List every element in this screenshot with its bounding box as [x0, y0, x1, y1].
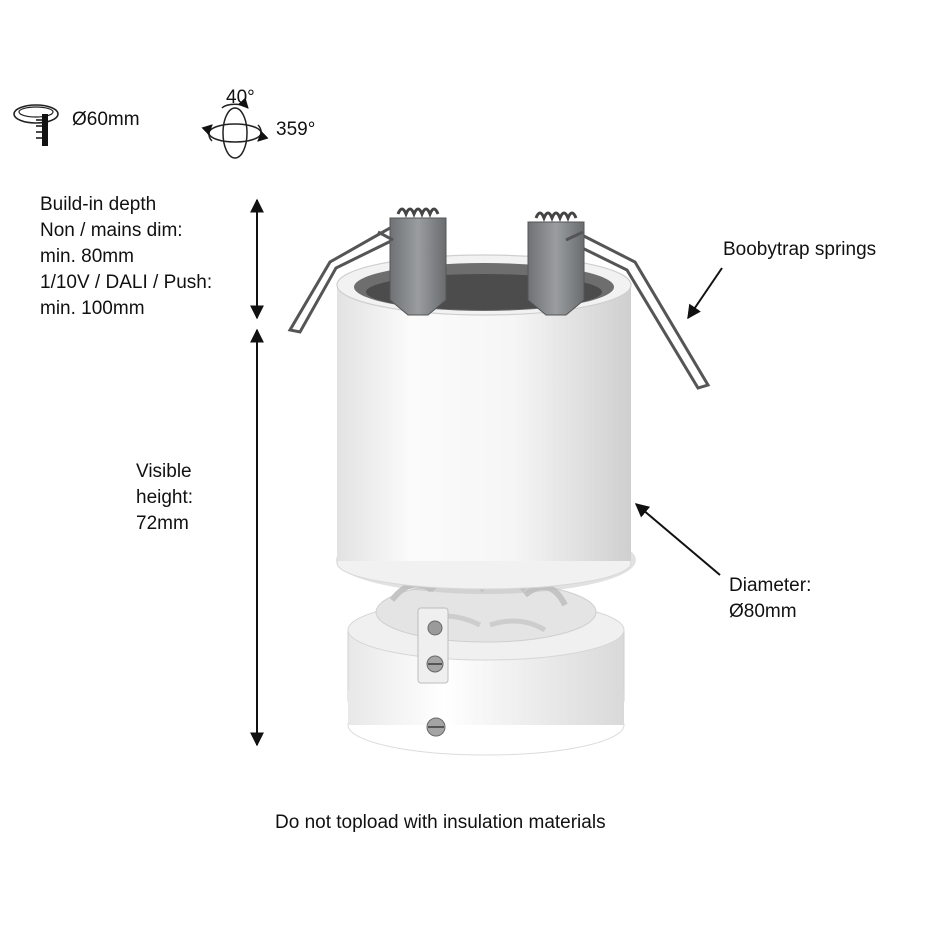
downlight-housing [336, 254, 632, 590]
rotation-icon [201, 97, 269, 159]
cutout-label: Ø60mm [72, 109, 140, 130]
diameter-line: Diameter: [729, 575, 812, 596]
springs-pointer-arrow [687, 267, 723, 320]
spring-bracket-left [389, 207, 447, 316]
boobytrap-spring-left [287, 226, 394, 334]
diameter-text: Diameter: Ø80mm [729, 573, 811, 625]
visible-height-text: Visible height: 72mm [136, 459, 193, 537]
springs-label: Boobytrap springs [723, 239, 877, 260]
diameter-line: Ø80mm [729, 601, 797, 622]
rotation-angle-label: 359° [276, 119, 316, 140]
build-in-depth-line: min. 100mm [40, 298, 145, 319]
visible-height-line: 72mm [136, 513, 189, 534]
boobytrap-spring-right [565, 226, 711, 390]
build-in-depth-line: 1/10V / DALI / Push: [40, 272, 213, 293]
footer-note: Do not topload with insulation materials [275, 812, 606, 833]
screw-top-icon [427, 620, 443, 636]
build-in-depth-line: min. 80mm [40, 246, 134, 267]
build-in-depth-text: Build-in depth Non / mains dim: min. 80m… [40, 192, 212, 322]
build-in-depth-line: Build-in depth [40, 194, 157, 215]
tilt-angle-label: 40° [226, 87, 255, 108]
spring-bracket-right [527, 211, 585, 316]
visible-height-line: Visible [136, 461, 192, 482]
ceiling-cutout-icon [13, 104, 59, 146]
diameter-pointer-arrow [634, 503, 721, 576]
visible-height-line: height: [136, 487, 194, 508]
led-module [347, 573, 625, 756]
build-in-depth-line: Non / mains dim: [40, 220, 183, 241]
